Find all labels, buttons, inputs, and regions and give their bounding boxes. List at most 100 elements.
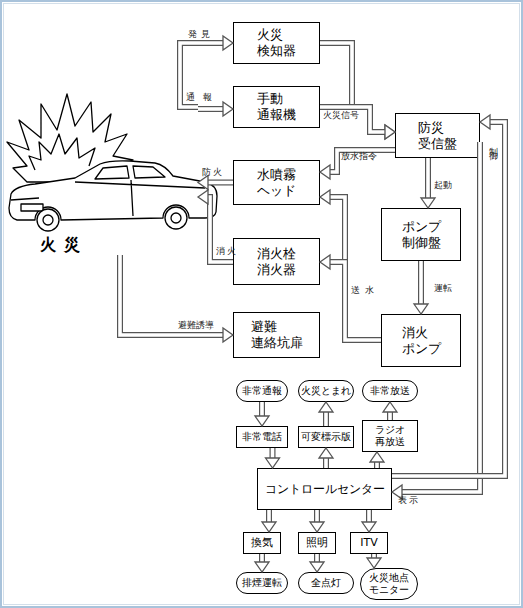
flow-arrow [383, 402, 397, 420]
process-box: ITV [350, 532, 388, 554]
arrow-outline [198, 106, 224, 112]
arrow-outline [418, 261, 424, 305]
arrow-head [367, 558, 381, 568]
flow-arrow [266, 448, 280, 468]
arrow-core [329, 197, 381, 340]
arrow-head [266, 458, 280, 468]
car-window [95, 166, 129, 179]
result-oval: 非常放送 [362, 380, 418, 402]
arrow-core [324, 411, 328, 426]
node-label: 消火栓 消火器 [257, 246, 296, 278]
flow-arrow [320, 255, 381, 340]
car-wheel-hub [43, 215, 53, 225]
arrow-head [223, 102, 233, 116]
arrow-core [120, 255, 224, 335]
arrow-outline [329, 197, 381, 340]
arrow-core [260, 402, 264, 417]
flow-arrow [414, 261, 428, 314]
flow-arrow [421, 158, 435, 208]
node-label: 火災 [40, 235, 88, 255]
car-window [133, 166, 165, 178]
process-box: コントロールセンター [257, 468, 392, 510]
flow-arrow [320, 107, 395, 139]
node-label: 水噴霧 ヘッド [257, 167, 296, 199]
flow-arrow [120, 255, 233, 342]
flow-arrow [198, 176, 233, 190]
node-label: 火災地点 モニター [369, 572, 409, 596]
arrow-outline [314, 510, 320, 523]
node-label: 避難 連絡坑扉 [251, 319, 303, 351]
arrow-core [320, 43, 386, 132]
arrow-head [319, 402, 333, 412]
edge-label: 起動 [434, 181, 452, 191]
arrow-core [315, 510, 319, 523]
fire-event: 火災 [5, 90, 198, 255]
arrow-outline [266, 510, 272, 523]
arrow-outline [207, 180, 233, 186]
node-label: 消火 ポンプ [402, 325, 441, 357]
edge-label: 避難誘導 [178, 321, 214, 331]
node-label: 全点灯 [311, 577, 341, 589]
arrow-core [367, 510, 371, 523]
arrow-head [362, 522, 376, 532]
flow-arrow [255, 554, 269, 572]
burning-car-illustration [5, 90, 220, 240]
node-label: 排煙運転 [242, 577, 282, 589]
node-label: コントロールセンター [265, 482, 385, 497]
process-box: 消火 ポンプ [381, 314, 461, 367]
result-oval: 非常通報 [236, 380, 288, 402]
flow-arrow [310, 510, 324, 532]
arrow-head [385, 125, 395, 139]
node-label: 非常通報 [242, 385, 282, 397]
car-wheel [37, 209, 59, 231]
edge-label: 通報 [186, 93, 220, 103]
node-label: 可変標示版 [301, 431, 351, 443]
process-box: 換気 [243, 532, 281, 554]
arrow-head [370, 452, 384, 462]
arrow-head [198, 190, 208, 204]
edge-label: 表示 [398, 496, 420, 506]
flame-inner [29, 134, 95, 170]
arrow-outline [366, 510, 372, 523]
arrow-outline [329, 150, 395, 172]
flow-arrow [320, 190, 381, 340]
process-box: ラジオ 再放送 [362, 420, 418, 452]
node-label: 防災 受信盤 [418, 120, 457, 152]
result-oval: 火災地点 モニター [360, 568, 418, 600]
node-label: 火災 検知器 [257, 27, 296, 59]
edge-label: 運転 [434, 284, 452, 294]
process-box: 火災 検知器 [233, 22, 320, 64]
arrow-head [383, 402, 397, 412]
node-label: ポンプ 制御盤 [402, 219, 441, 251]
arrow-core [329, 262, 381, 340]
arrow-core [207, 181, 233, 185]
process-box: 非常電話 [236, 426, 288, 448]
arrow-head [421, 198, 435, 208]
flow-arrow [367, 554, 381, 568]
flow-arrow [198, 102, 233, 116]
flow-arrow [319, 402, 333, 426]
arrow-head [255, 416, 269, 426]
node-label: ラジオ 再放送 [375, 424, 405, 448]
arrow-head [198, 176, 208, 190]
result-oval: 全点灯 [298, 572, 354, 594]
car-wheel [165, 207, 187, 229]
arrow-outline [180, 43, 224, 107]
arrow-head [262, 522, 276, 532]
arrow-head [320, 165, 330, 179]
process-box: 消火栓 消火器 [233, 238, 320, 285]
node-label: 非常電話 [242, 431, 282, 443]
arrow-head [255, 562, 269, 572]
arrow-outline [320, 107, 386, 132]
car-plate [21, 204, 43, 211]
arrow-outline [323, 411, 329, 426]
edge-label: 放水指令 [341, 152, 377, 162]
arrow-head [320, 190, 330, 204]
process-box: 照明 [298, 532, 336, 554]
arrow-head [480, 115, 490, 129]
edge-label: 制御 [488, 140, 498, 148]
node-label: ITV [360, 536, 378, 549]
arrow-core [198, 107, 224, 111]
process-box: 水噴霧 ヘッド [233, 160, 320, 205]
